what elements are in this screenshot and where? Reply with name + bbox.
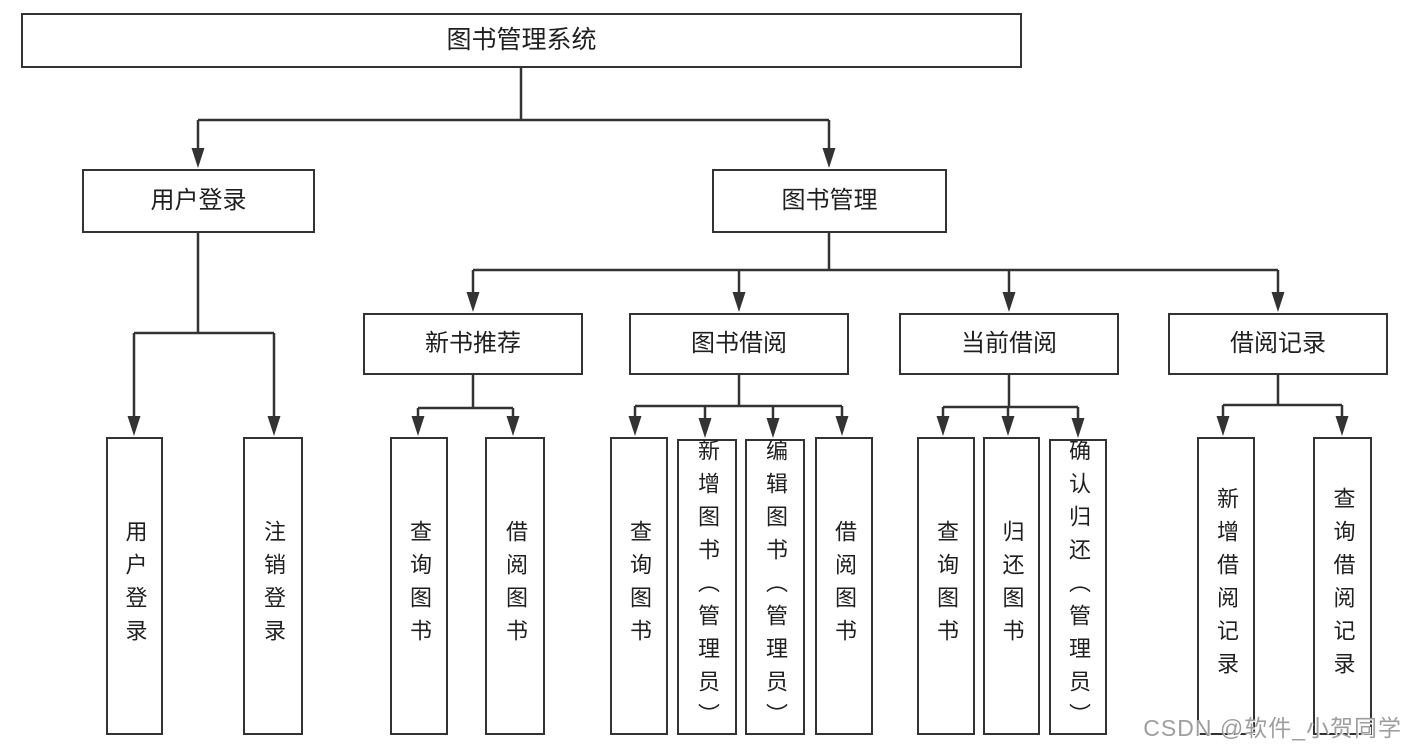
node-label: 查询图书 <box>407 520 432 652</box>
leaf-user-login: 用户登录 <box>106 437 163 735</box>
node-label: 用户登录 <box>122 520 148 652</box>
node-library-management-system: 图书管理系统 <box>21 13 1022 68</box>
leaf-query-books-1: 查询图书 <box>390 437 448 735</box>
leaf-query-books-3: 查询图书 <box>917 437 975 735</box>
node-label: 用户登录 <box>150 187 247 214</box>
leaf-borrow-books-1: 借阅图书 <box>485 437 545 735</box>
leaf-return-books: 归还图书 <box>983 437 1040 735</box>
node-label: 查询借阅记录 <box>1330 487 1356 685</box>
leaf-logout: 注销登录 <box>243 437 303 735</box>
arrowheads <box>127 148 1349 438</box>
csdn-watermark: CSDN @软件_小贺同学 <box>1143 715 1402 741</box>
node-label: 查询图书 <box>627 520 652 652</box>
node-label: 归还图书 <box>999 520 1025 652</box>
node-label: 确认归还（管理员） <box>1066 438 1091 736</box>
leaf-query-borrow-record: 查询借阅记录 <box>1313 437 1372 735</box>
node-label: 查询图书 <box>934 520 959 652</box>
node-borrowing-records: 借阅记录 <box>1168 313 1388 375</box>
node-book-borrowing: 图书借阅 <box>629 313 849 375</box>
leaf-query-books-2: 查询图书 <box>610 437 668 735</box>
node-label: 新增借阅记录 <box>1214 487 1239 685</box>
node-label: 图书借阅 <box>691 330 787 357</box>
node-label: 新书推荐 <box>425 330 521 357</box>
node-new-book-recommend: 新书推荐 <box>363 313 583 375</box>
leaf-add-borrow-record: 新增借阅记录 <box>1197 437 1255 735</box>
node-label: 编辑图书（管理员） <box>763 438 788 736</box>
leaf-confirm-return-admin: 确认归还（管理员） <box>1049 438 1107 736</box>
leaf-add-books-admin: 新增图书（管理员） <box>677 438 737 736</box>
node-label: 当前借阅 <box>961 330 1057 357</box>
node-user-login: 用户登录 <box>82 169 315 233</box>
node-label: 图书管理 <box>781 187 878 214</box>
node-label: 图书管理系统 <box>446 26 597 54</box>
node-label: 新增图书（管理员） <box>695 438 720 736</box>
leaf-borrow-books-2: 借阅图书 <box>815 437 873 735</box>
node-book-management: 图书管理 <box>712 169 947 233</box>
node-current-borrowing: 当前借阅 <box>899 313 1119 375</box>
node-label: 借阅记录 <box>1230 330 1326 357</box>
node-label: 借阅图书 <box>503 520 528 652</box>
leaf-edit-books-admin: 编辑图书（管理员） <box>745 438 805 736</box>
node-label: 借阅图书 <box>832 520 857 652</box>
node-label: 注销登录 <box>261 520 286 652</box>
